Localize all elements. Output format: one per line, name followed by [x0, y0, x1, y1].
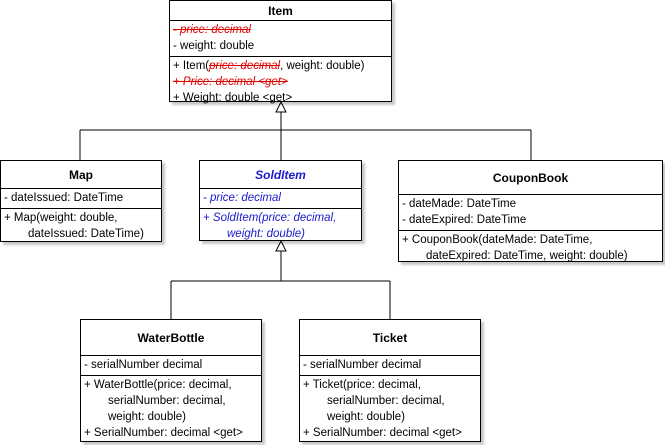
waterbottle-prop-serial: + SerialNumber: decimal <get>: [84, 427, 243, 439]
class-waterbottle-operations: + WaterBottle(price: decimal, serialNumb…: [81, 376, 261, 443]
class-couponbook-name: CouponBook: [399, 161, 662, 195]
generalization-arrow-item: [275, 100, 287, 113]
class-map-attributes: - dateIssued: DateTime: [1, 189, 161, 209]
item-prop-weight: + Weight: double <get>: [173, 92, 293, 104]
map-attr-dateissued: - dateIssued: DateTime: [4, 192, 124, 204]
waterbottle-ctor-line1: + WaterBottle(price: decimal,: [84, 379, 232, 391]
class-couponbook[interactable]: CouponBook - dateMade: DateTime - dateEx…: [398, 160, 663, 262]
class-map-name: Map: [1, 161, 161, 189]
item-ctor-price-param: price: decimal: [209, 60, 281, 72]
couponbook-ctor-line1: + CouponBook(dateMade: DateTime,: [402, 234, 593, 246]
ticket-prop-serial: + SerialNumber: decimal <get>: [303, 427, 462, 439]
ticket-attr-serial: - serialNumber decimal: [303, 359, 422, 371]
class-ticket-attributes: - serialNumber decimal: [300, 356, 480, 376]
solditem-ctor-line2: weight: double): [227, 228, 305, 240]
couponbook-ctor-line2: dateExpired: DateTime, weight: double): [426, 250, 628, 262]
class-ticket[interactable]: Ticket - serialNumber decimal + Ticket(p…: [299, 319, 481, 442]
class-waterbottle[interactable]: WaterBottle - serialNumber decimal + Wat…: [80, 319, 262, 442]
item-constructor: + Item(price: decimal, weight: double): [170, 58, 391, 74]
class-map[interactable]: Map - dateIssued: DateTime + Map(weight:…: [0, 160, 162, 242]
waterbottle-ctor-line2: serialNumber: decimal,: [108, 395, 226, 407]
ticket-ctor-line3: weight: double): [327, 411, 405, 423]
class-couponbook-attributes: - dateMade: DateTime - dateExpired: Date…: [399, 195, 662, 231]
class-waterbottle-name: WaterBottle: [81, 320, 261, 356]
couponbook-attr-datemade: - dateMade: DateTime: [402, 198, 516, 210]
map-ctor-line1: + Map(weight: double,: [4, 212, 118, 224]
item-attr-weight: - weight: double: [173, 40, 255, 52]
class-solditem-attributes: - price: decimal: [200, 189, 361, 209]
solditem-attr-price: - price: decimal: [203, 192, 281, 204]
class-solditem-operations: + SoldItem(price: decimal, weight: doubl…: [200, 209, 361, 244]
item-ctor-suffix: , weight: double): [280, 60, 365, 72]
class-ticket-name: Ticket: [300, 320, 480, 356]
item-prop-price: + Price: decimal <get>: [173, 76, 288, 88]
class-waterbottle-attributes: - serialNumber decimal: [81, 356, 261, 376]
ticket-ctor-line2: serialNumber: decimal,: [327, 395, 445, 407]
class-item-operations: + Item(price: decimal, weight: double) +…: [170, 57, 391, 108]
class-ticket-operations: + Ticket(price: decimal, serialNumber: d…: [300, 376, 480, 443]
solditem-ctor-line1: + SoldItem(price: decimal,: [203, 212, 337, 224]
map-ctor-line2: dateIssued: DateTime): [28, 228, 144, 240]
waterbottle-ctor-line3: weight: double): [108, 411, 186, 423]
class-item-name: Item: [170, 1, 391, 21]
class-map-operations: + Map(weight: double, dateIssued: DateTi…: [1, 209, 161, 244]
ticket-ctor-line1: + Ticket(price: decimal,: [303, 379, 421, 391]
class-couponbook-operations: + CouponBook(dateMade: DateTime, dateExp…: [399, 231, 662, 266]
class-solditem-name: SoldItem: [200, 161, 361, 189]
class-item-attributes: - price: decimal - weight: double: [170, 21, 391, 57]
waterbottle-attr-serial: - serialNumber decimal: [84, 359, 203, 371]
couponbook-attr-dateexpired: - dateExpired: DateTime: [402, 214, 527, 226]
item-ctor-prefix: + Item(: [173, 60, 210, 72]
generalization-arrow-solditem: [275, 239, 287, 252]
class-item[interactable]: Item - price: decimal - weight: double +…: [169, 0, 392, 104]
class-solditem[interactable]: SoldItem - price: decimal + SoldItem(pri…: [199, 160, 362, 241]
item-attr-price: - price: decimal: [173, 24, 251, 36]
